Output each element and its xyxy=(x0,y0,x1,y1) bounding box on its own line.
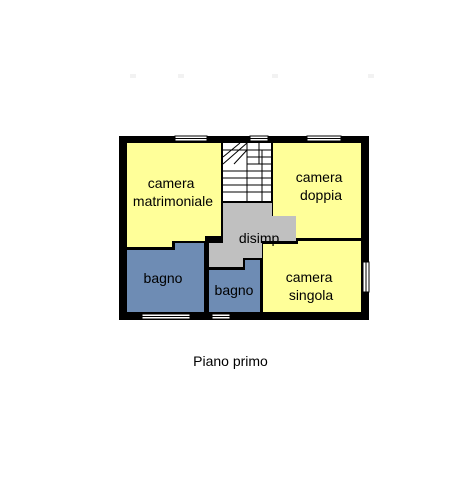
plan-caption: Piano primo xyxy=(0,353,453,369)
windows xyxy=(141,135,370,320)
label-camera-doppia: camera doppia xyxy=(296,169,347,203)
room-camera-singola xyxy=(263,241,361,312)
faint-marks xyxy=(130,74,374,78)
label-camera-singola: camera singola xyxy=(286,269,337,303)
plan-caption-text: Piano primo xyxy=(193,353,268,369)
room-bagno-1 xyxy=(127,243,204,312)
room-disimpegno xyxy=(209,203,296,267)
label-bagno-1: bagno xyxy=(144,270,183,286)
room-camera-matrimoniale xyxy=(127,143,221,247)
label-camera-matrimoniale: camera matrimoniale xyxy=(133,175,213,209)
room-bagno-2 xyxy=(209,260,260,312)
label-bagno-2: bagno xyxy=(215,282,254,298)
staircase xyxy=(222,142,271,201)
label-disimpegno: disimp. xyxy=(239,230,283,246)
